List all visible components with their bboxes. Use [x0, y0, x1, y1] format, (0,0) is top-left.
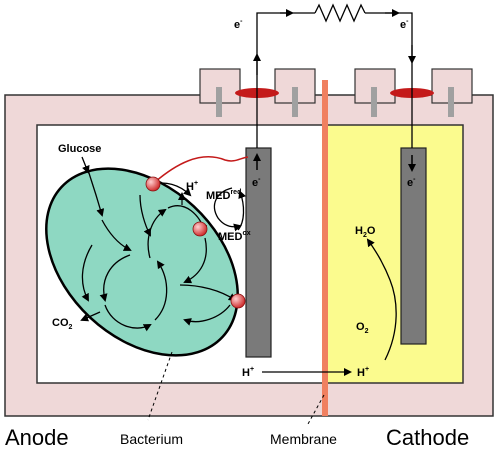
bolt: [292, 87, 298, 117]
enzyme-site-bottom: [230, 293, 246, 309]
anode-label: Anode: [5, 425, 69, 450]
med-ox-label: MEDox: [218, 230, 251, 243]
glucose-label: Glucose: [58, 143, 101, 155]
mediator-return: [237, 190, 246, 231]
external-wire: [256, 12, 315, 148]
glucose-arrow: [81, 156, 90, 174]
bolt: [216, 87, 222, 117]
bacterium-label: Bacterium: [120, 431, 183, 447]
proton-label-cathode: H+: [357, 366, 369, 379]
anode-electron-label: e-: [252, 176, 261, 189]
cathode-reaction-arrow: [366, 238, 397, 361]
anode-electrode: [245, 147, 272, 358]
wire-electron-right: e-: [400, 18, 409, 31]
proton-label-top: H+: [186, 180, 198, 193]
bacterium-cell: [45, 167, 239, 357]
resistor-icon: [314, 3, 366, 23]
proton-label-anode: H+: [242, 366, 254, 379]
h2o-label: H2O: [355, 225, 376, 239]
o2-label: O2: [356, 321, 369, 335]
metabolic-pathway: [81, 169, 237, 332]
cathode-chamber: [323, 124, 464, 384]
enzyme-site-middle: [192, 221, 208, 237]
cathode-electron-label: e-: [407, 176, 416, 189]
bolt: [371, 87, 377, 117]
cathode-electrode: [400, 147, 427, 345]
mediator-cycle: [213, 187, 242, 232]
external-wire-right: [365, 12, 413, 148]
wire-electron-left: e-: [234, 18, 243, 31]
membrane-label: Membrane: [270, 431, 337, 447]
membrane: [322, 80, 328, 416]
bolt: [448, 87, 454, 117]
cathode-label: Cathode: [386, 425, 469, 450]
bacterium-pointer: [147, 351, 173, 421]
med-red-label: MEDred: [206, 189, 241, 202]
enzyme-site-top: [145, 176, 161, 192]
co2-label: CO2: [52, 317, 73, 331]
co2-arrow: [80, 311, 101, 322]
nanowire: [154, 156, 249, 183]
